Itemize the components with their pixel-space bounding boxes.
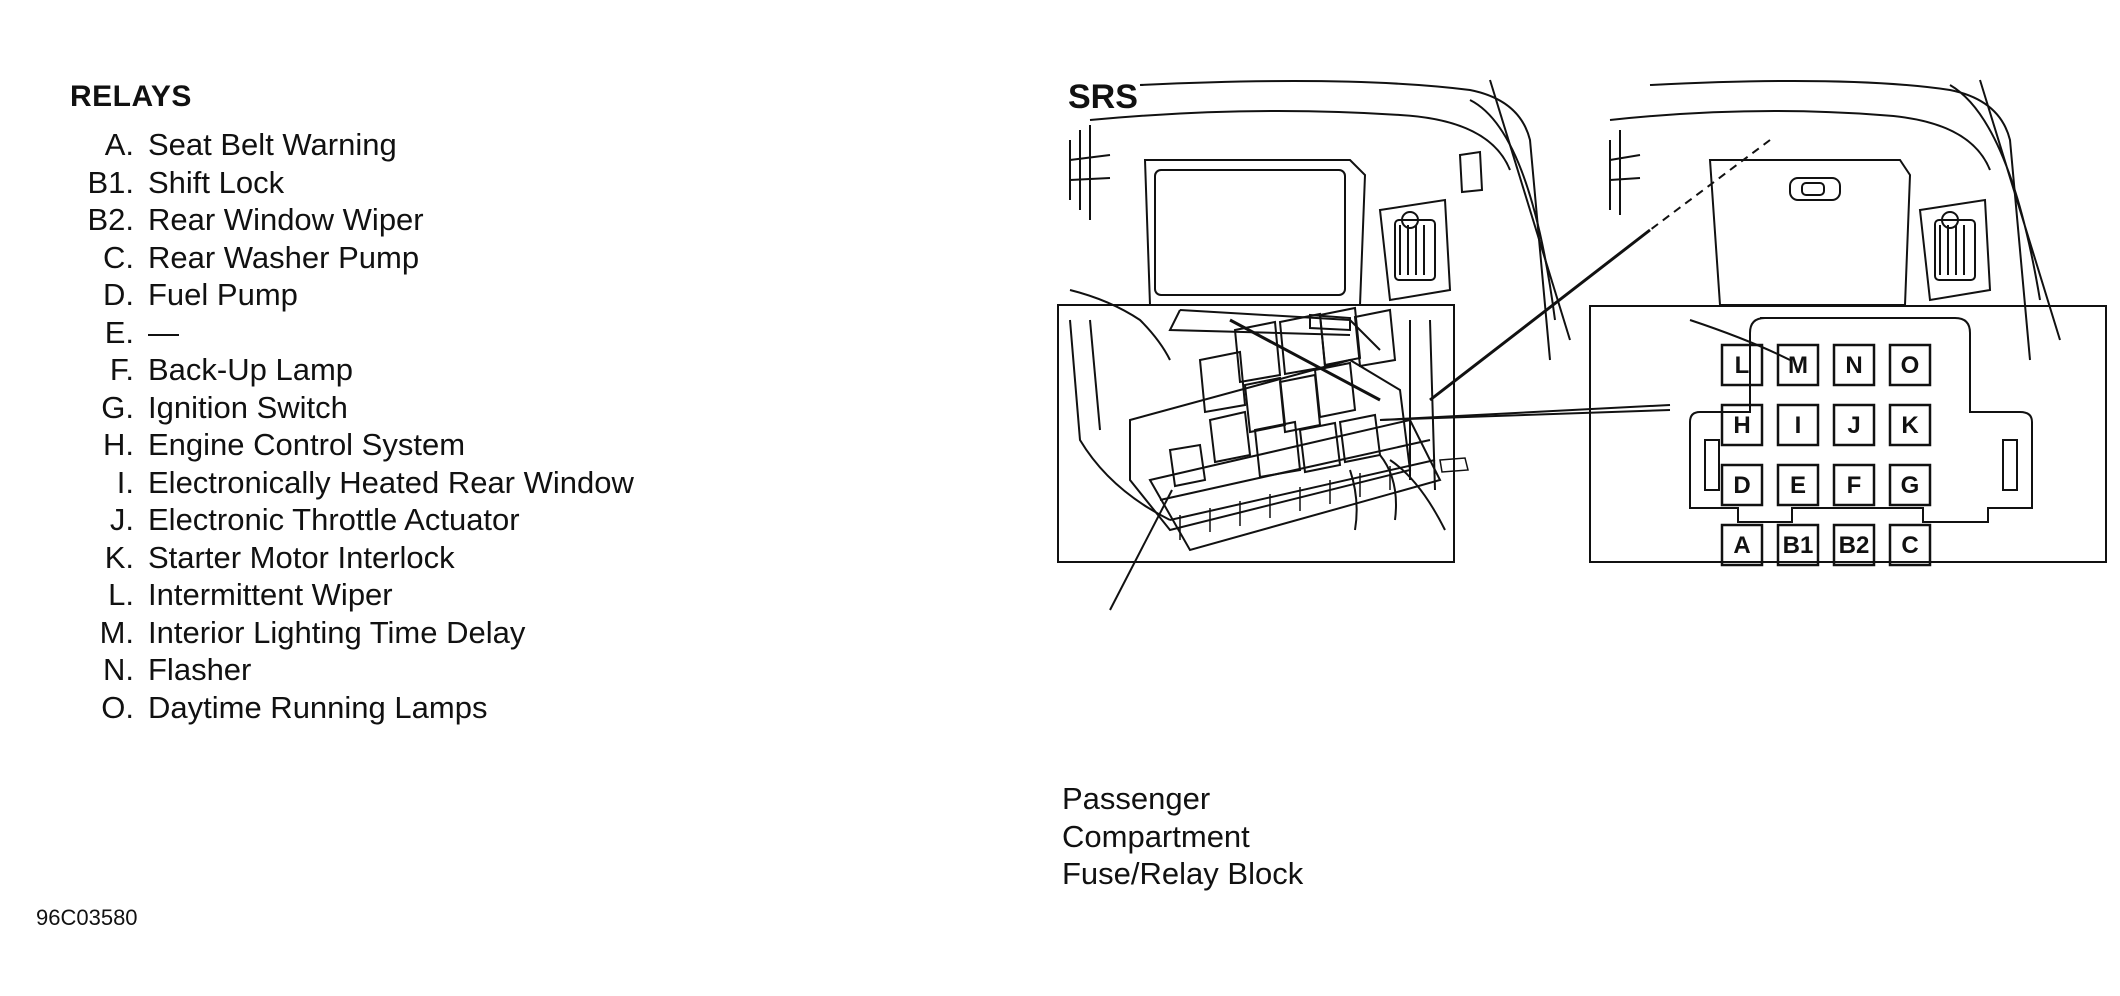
relay-grid-label: J [1847, 412, 1860, 439]
relay-name: Starter Motor Interlock [148, 539, 455, 575]
relay-grid-label: N [1845, 352, 1862, 379]
relay-letter: B2. [87, 202, 134, 237]
relay-item: D. Fuel Pump [68, 276, 634, 314]
relay-item: C. Rear Washer Pump [68, 239, 634, 277]
relay-grid-label: K [1901, 412, 1919, 439]
relay-grid-cell [1720, 523, 1764, 567]
relay-grid-label: O [1901, 352, 1920, 379]
relay-name: Intermittent Wiper [148, 577, 393, 612]
relay-grid-cell [1776, 463, 1820, 507]
relay-item: F. Back-Up Lamp [68, 351, 634, 389]
relay-name: Back-Up Lamp [148, 352, 354, 387]
relay-grid-cell [1720, 403, 1764, 447]
dashboard-view-left [1069, 79, 1571, 402]
relay-grid-cell [1888, 523, 1932, 567]
relay-item: B2. Rear Window Wiper [68, 201, 634, 239]
relay-name: Rear Washer Pump [148, 239, 420, 275]
relay-grid-cell [1832, 523, 1876, 567]
relay-name: Shift Lock [148, 164, 285, 200]
relay-item: J. Electronic Throttle Actuator [68, 501, 634, 539]
relay-grid-label: B2 [1839, 532, 1870, 559]
relay-item: L. Intermittent Wiper [68, 576, 634, 614]
relay-grid: L M N O H I J K D E F G A B1 B2 C [1720, 343, 1932, 567]
relay-grid-label: C [1901, 532, 1918, 559]
relay-grid-cell [1776, 343, 1820, 387]
relay-grid-cell [1776, 523, 1820, 567]
relay-letter: B1. [87, 164, 134, 200]
relay-item: N. Flasher [68, 651, 634, 689]
relay-grid-label: G [1901, 472, 1920, 499]
relay-grid-cell [1832, 403, 1876, 447]
dashboard-view-right [1429, 79, 2061, 402]
relay-letter: E. [104, 314, 134, 350]
relay-letter: C. [103, 239, 134, 275]
relay-item: B1. Shift Lock [68, 164, 634, 202]
relay-grid-box [1589, 305, 2107, 563]
relay-grid-cell [1832, 463, 1876, 507]
callout-line-2: Compartment [1062, 818, 1250, 854]
relay-name: Fuel Pump [148, 277, 298, 312]
relay-name: Seat Belt Warning [148, 127, 397, 162]
fuse-block-closeup [1057, 304, 1469, 563]
relay-grid-label: E [1790, 472, 1806, 499]
figure-id: 96C03580 [36, 905, 138, 930]
relay-letter: I. [116, 464, 134, 500]
relay-letter: M. [99, 614, 134, 650]
relay-name: Rear Window Wiper [148, 202, 424, 237]
relay-grid-cell [1888, 343, 1932, 387]
relay-letter: K. [104, 539, 134, 575]
relay-grid-label: B1 [1783, 532, 1814, 559]
relay-grid-label: D [1733, 472, 1750, 499]
callout-line-3: Fuse/Relay Block [1062, 856, 1304, 891]
fuse-block-callout: Passenger Compartment Fuse/Relay Block [1062, 780, 1303, 893]
relay-grid-cell [1776, 403, 1820, 447]
relay-name: Engine Control System [148, 427, 466, 462]
relay-letter: O. [101, 689, 134, 725]
relay-grid-cell [1720, 463, 1764, 507]
relay-name: Daytime Running Lamps [148, 689, 488, 725]
relay-grid-label: M [1788, 352, 1808, 379]
relay-name: Ignition Switch [148, 389, 348, 425]
relay-letter: D. [103, 277, 134, 312]
relay-item: O. Daytime Running Lamps [68, 689, 634, 727]
relay-grid-label: L [1735, 352, 1750, 379]
relay-letter: H. [103, 427, 134, 462]
relay-letter: G. [101, 389, 134, 425]
relay-letter: J. [109, 502, 134, 537]
relay-grid-label: H [1733, 412, 1750, 439]
relay-grid-cell [1832, 343, 1876, 387]
relay-name: — [148, 314, 179, 350]
relay-letter: A. [104, 127, 134, 162]
relay-name: Electronically Heated Rear Window [148, 464, 634, 500]
relay-grid-label: F [1847, 472, 1862, 499]
relay-item: G. Ignition Switch [68, 389, 634, 427]
srs-label: SRS [1068, 78, 1138, 116]
fuse-relay-illustration: L M N O H I J K D E F G A B1 B2 C [1057, 79, 2107, 611]
relay-item: M. Interior Lighting Time Delay [68, 614, 634, 652]
legend-title: RELAYS [70, 80, 192, 113]
relay-name: Interior Lighting Time Delay [148, 614, 526, 650]
relay-grid-label: I [1795, 412, 1802, 439]
relay-grid-cell [1888, 463, 1932, 507]
relay-item: K. Starter Motor Interlock [68, 539, 634, 577]
relay-name: Electronic Throttle Actuator [148, 502, 520, 537]
relay-item: I. Electronically Heated Rear Window [68, 464, 634, 502]
relay-letter: F. [109, 352, 134, 387]
relay-item: A. Seat Belt Warning [68, 126, 634, 164]
relay-grid-cell [1720, 343, 1764, 387]
relay-name: Flasher [148, 652, 252, 687]
relay-letter: L. [108, 577, 134, 612]
relay-item: H. Engine Control System [68, 426, 634, 464]
relay-letter: N. [103, 652, 134, 687]
relay-grid-label: A [1733, 532, 1750, 559]
relay-grid-cell [1888, 403, 1932, 447]
callout-line-1: Passenger [1062, 781, 1211, 816]
relay-item: E. — [68, 314, 634, 352]
